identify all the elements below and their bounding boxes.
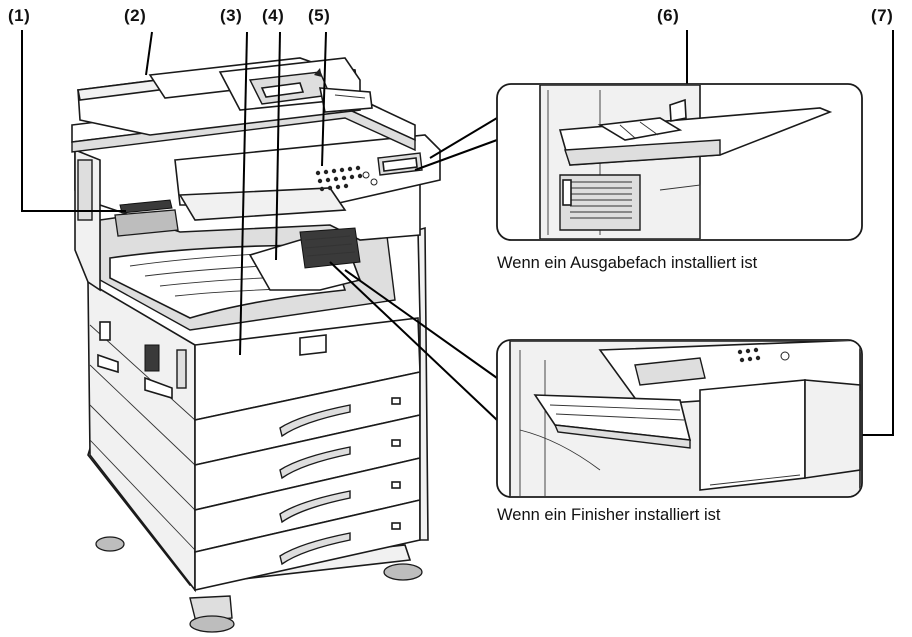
caption-finisher: Wenn ein Finisher installiert ist: [497, 506, 721, 524]
side-vent: [144, 344, 160, 372]
leader-5: [321, 31, 327, 167]
callout-label-2: (2): [124, 6, 147, 25]
leader-3: [239, 31, 248, 356]
caster-front-left: [189, 595, 233, 623]
leader-2: [145, 31, 153, 76]
zoom-line-b: [329, 261, 498, 421]
keypad: [315, 165, 378, 192]
caption-output-tray: Wenn ein Ausgabefach installiert ist: [497, 254, 758, 272]
callout-label-1: (1): [8, 6, 31, 25]
inset-finisher: [496, 339, 863, 498]
callout-label-7: (7): [871, 6, 894, 25]
callout-label-3: (3): [220, 6, 243, 25]
zoom-line-a: [429, 117, 498, 159]
callout-label-4: (4): [262, 6, 285, 25]
callout-label-5: (5): [308, 6, 331, 25]
leader-4: [275, 31, 281, 261]
leader-1: [21, 30, 126, 212]
inset-output-tray: [496, 83, 863, 241]
operation-panel: [174, 134, 441, 206]
caster-rear-left: [95, 536, 125, 552]
caster-front-right: [383, 563, 423, 581]
paper-drawers: [194, 371, 421, 591]
callout-label-6: (6): [657, 6, 680, 25]
finisher-panel-display: [634, 357, 706, 386]
finisher-unit: [699, 379, 806, 491]
copier-body: [71, 57, 441, 633]
